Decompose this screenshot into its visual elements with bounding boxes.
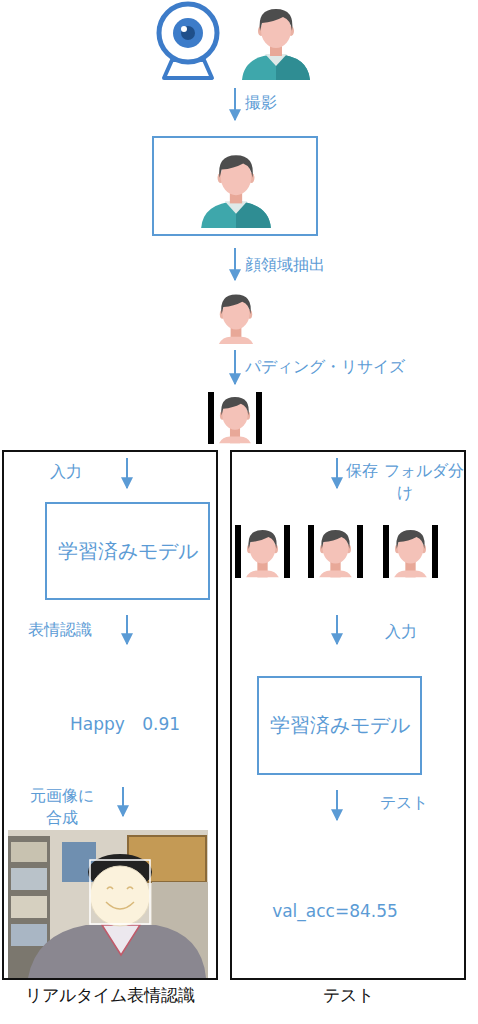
face-icon [394,530,427,577]
padding-bar [235,525,290,578]
book-row [11,896,47,918]
group-frame: テスト 学習済みモデル [230,450,466,980]
flow-arrow [122,787,124,816]
result-text: val_acc=84.55 [245,900,425,923]
face-icon [319,530,352,577]
book-row [11,842,47,862]
flow-arrow [336,615,338,644]
step-label: 入力 [385,621,417,643]
face-icon [246,530,279,577]
padding-bar [308,525,363,578]
padded-image [241,525,284,578]
box-label: 学習済みモデル [58,538,198,565]
result-text: Happy 0.91 [35,713,215,736]
model-box: 学習済みモデル [45,502,210,600]
step-label: パディング・リサイズ [245,356,405,378]
webcam-lens [173,18,203,48]
smiley-eye [127,887,133,889]
step-label: 表情認識 [28,619,92,641]
flow-arrow [336,458,338,488]
person-icon [242,9,310,80]
padding-bar [208,392,262,444]
flow-arrow [126,615,128,644]
padded-image [314,525,357,578]
padding-bar [383,525,438,578]
webcam-icon [159,4,217,78]
result-photo [8,830,208,978]
step-label: 保存 フォルダ分け [344,460,466,503]
webcam-pupil [181,26,195,40]
shirt-collar [102,925,140,955]
flow-arrow [234,248,236,280]
step-label: 撮影 [245,92,277,114]
step-label: テスト [380,792,428,814]
box-label: 学習済みモデル [270,712,410,739]
step-label: 元画像に 合成 [24,785,100,828]
sweater [28,925,206,978]
model-box: 学習済みモデル [257,676,422,775]
person-icon [201,155,271,228]
padded-image [214,392,256,444]
step-label: 顔領域抽出 [245,254,325,276]
padded-image [389,525,432,578]
smiley-mouth [106,902,134,909]
smiley-eye [107,887,113,889]
group-caption: テスト [222,984,474,1007]
captured-frame [153,137,317,235]
face-bbox [90,860,150,924]
book-row [11,924,47,946]
group-caption: リアルタイム表情認識 [0,984,226,1007]
book-row [11,868,47,890]
flow-arrow [234,88,236,120]
webcam-highlight [181,26,187,32]
step-label: 入力 [50,461,82,483]
flow-arrow [234,350,236,384]
flow-arrow [126,458,128,488]
smiley-face [90,866,150,926]
face-icon [219,295,253,345]
face-icon [219,397,251,443]
flow-arrow [336,790,338,820]
webcam-body [159,4,217,62]
photo-wall [8,830,208,978]
